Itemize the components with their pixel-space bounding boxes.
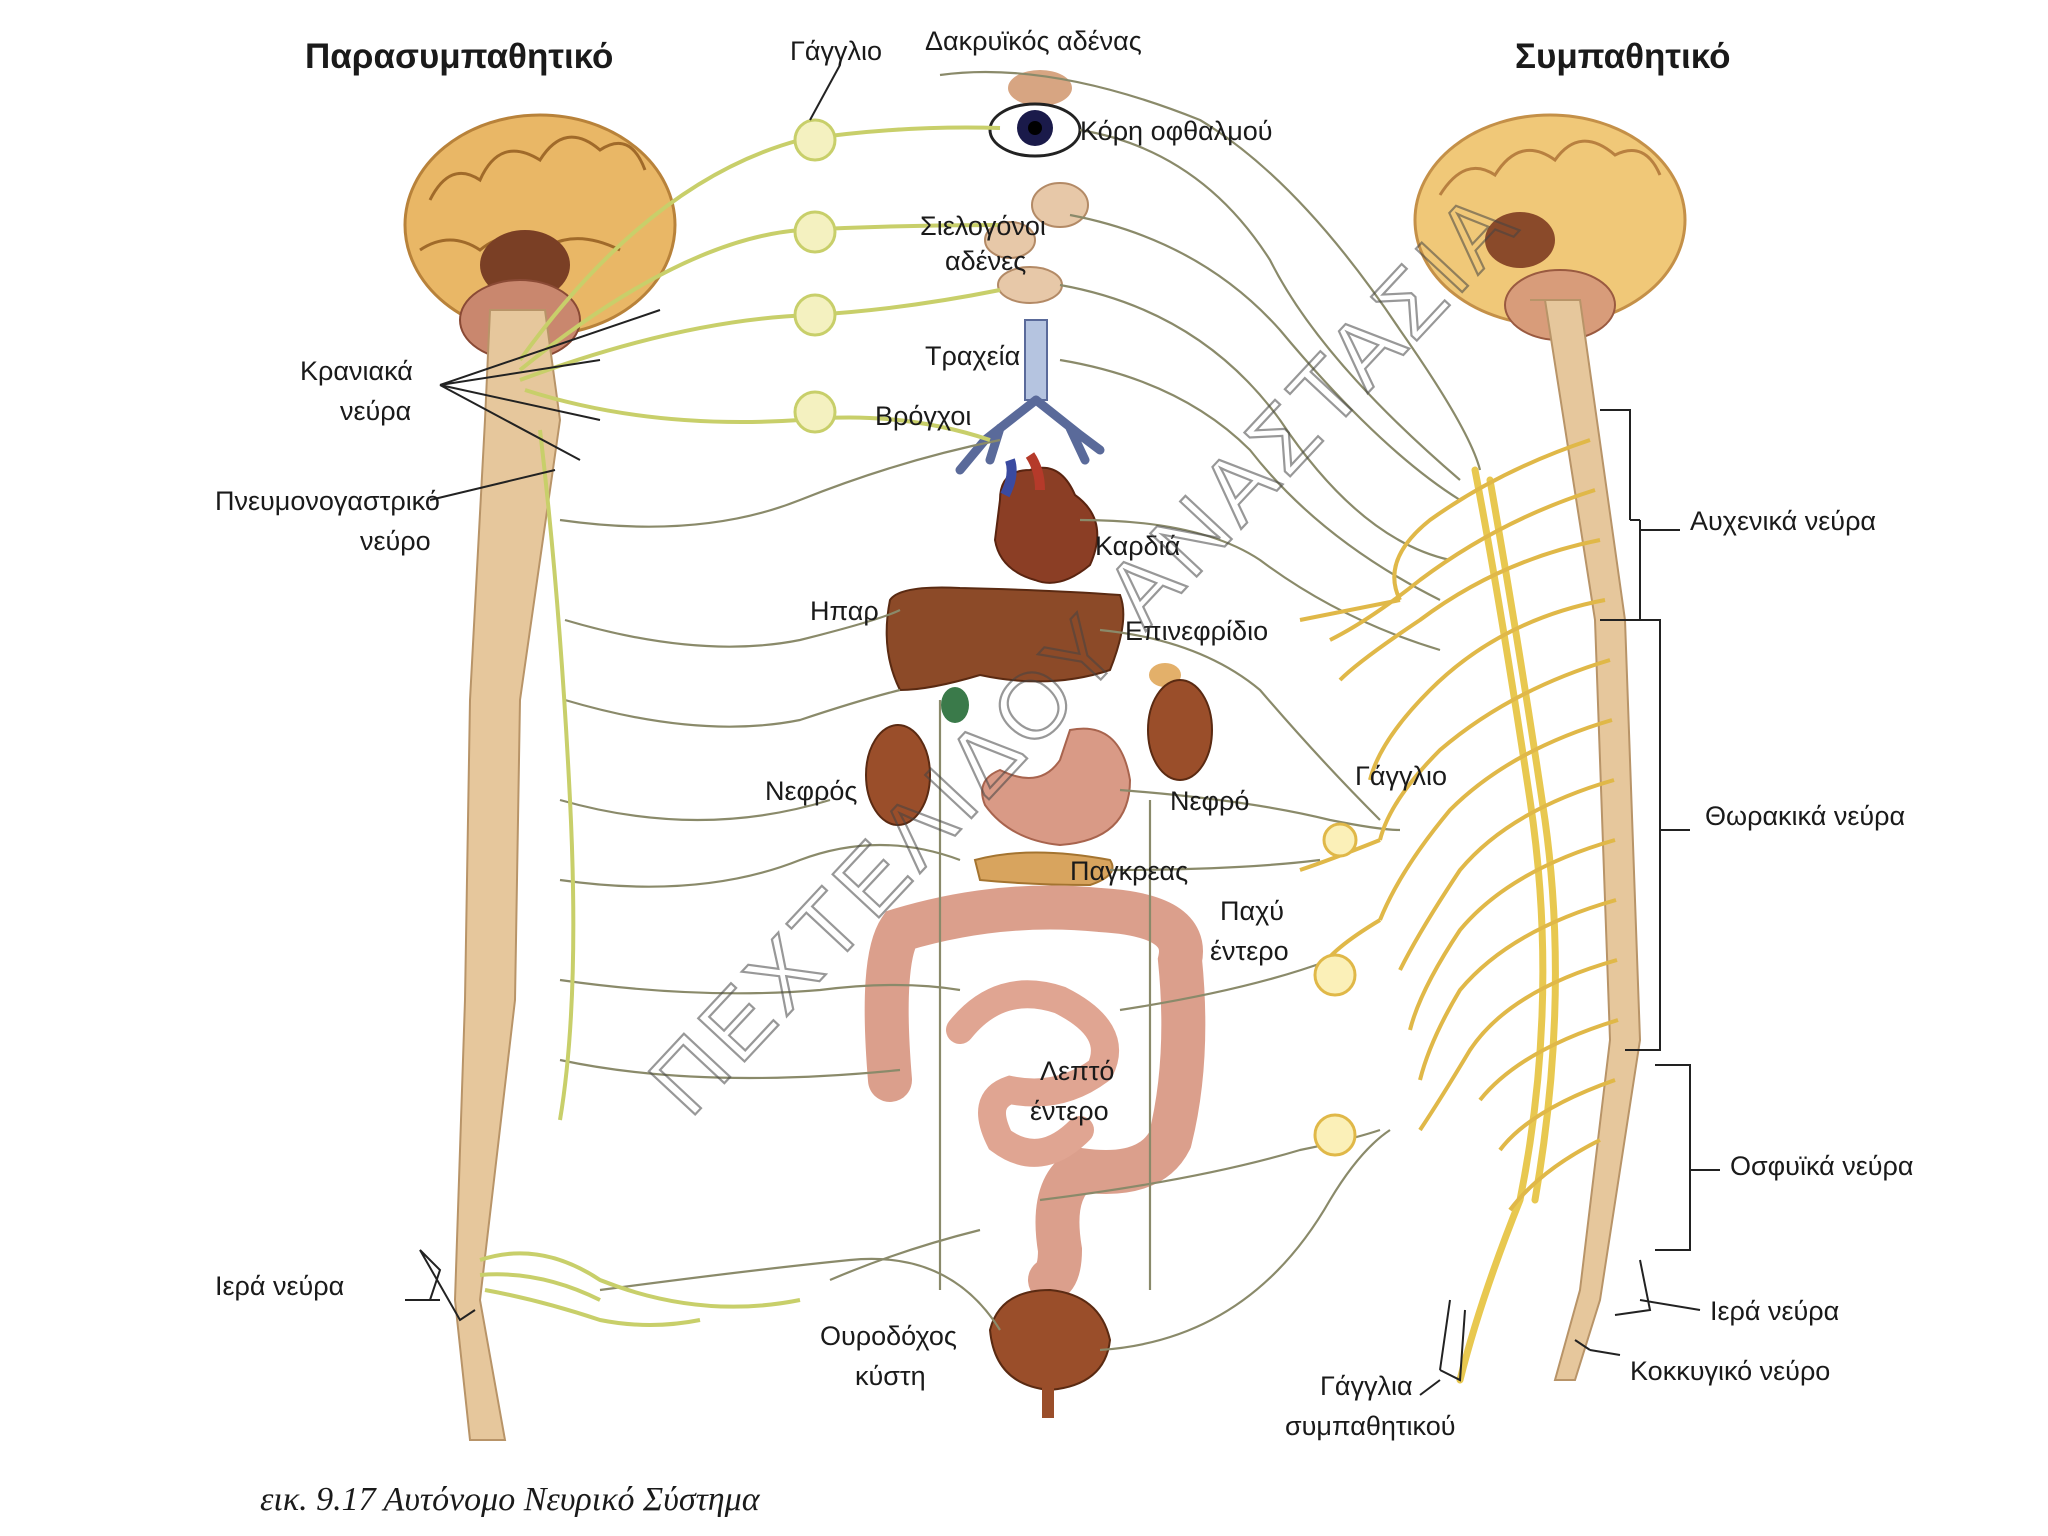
label-salivary-1: Σιελογόνοι [920,211,1046,241]
leader-lines [405,64,1720,1396]
right-spinal-cord [1530,299,1642,1381]
left-brain [403,113,677,361]
pancreas [973,851,1114,887]
liver [885,586,1125,692]
label-cranial-1: Κρανιακά [300,356,413,386]
labels: Παρασυμπαθητικό Συμπαθητικό Γάγγλιο Δακρ… [215,26,1914,1441]
label-colon-2: έντερο [1210,936,1289,966]
label-lumbar: Οσφυϊκά νεύρα [1730,1151,1914,1181]
label-pancreas: Παγκρεας [1070,856,1188,886]
label-kidney-left: Νεφρός [765,776,857,806]
label-symp-ganglia-1: Γάγγλια [1320,1371,1413,1401]
left-spinal-cord [453,309,562,1441]
label-cranial-2: νεύρα [340,396,411,426]
large-intestine [864,885,1206,1302]
label-adrenal: Επινεφρίδιο [1125,616,1268,646]
label-vagus-1: Πνευμονογαστρικό [215,486,440,516]
bladder [988,1288,1112,1392]
label-cervical: Αυχενικά νεύρα [1690,506,1876,536]
right-brain [1413,113,1687,341]
label-kidney-right: Νεφρό [1170,786,1249,816]
watermark: ΠΕΧΤΕΛΙΔΟΥ ΑΝΑΣΤΑΣΙΑ [630,170,1538,1134]
kidney-left [865,724,931,826]
label-bronchi: Βρόγχοι [875,401,971,431]
heart [993,452,1099,584]
label-heart: Καρδιά [1095,531,1180,561]
label-liver: Ηπαρ [810,596,879,626]
sympathetic-fibers [1299,438,1619,1212]
figure-caption: εικ. 9.17 Αυτόνομο Νευρικό Σύστημα [260,1481,761,1518]
stomach [981,727,1132,847]
label-small-intestine-2: έντερο [1030,1096,1109,1126]
connecting-nerves [559,70,1482,1352]
label-ganglion-mid: Γάγγλιο [1355,761,1447,791]
urethra [1042,1388,1054,1418]
label-trachea: Τραχεία [925,341,1020,371]
label-bladder-1: Ουροδόχος [820,1321,957,1351]
gallbladder [941,687,969,723]
label-ganglion-top: Γάγγλιο [790,36,882,66]
label-coccygeal: Κοκκυγικό νεύρο [1630,1356,1830,1386]
eye [988,102,1082,158]
label-bladder-2: κύστη [855,1361,926,1391]
label-symp-ganglia-2: συμπαθητικού [1285,1411,1456,1441]
label-salivary-2: αδένες [945,246,1026,276]
label-vagus-2: νεύρο [360,526,431,556]
label-colon-1: Παχύ [1220,896,1284,926]
sympathetic-chain [1456,466,1559,1384]
label-small-intestine-1: Λεπτό [1040,1056,1114,1086]
label-sacral-right: Ιερά νεύρα [1710,1296,1839,1326]
label-sacral-left: Ιερά νεύρα [215,1271,344,1301]
parasympathetic-fibers [479,118,1001,1327]
small-intestine [946,980,1119,1167]
salivary-glands [984,182,1089,304]
kidney-right [1147,679,1213,781]
header-parasympathetic: Παρασυμπαθητικό [305,37,613,76]
label-lacrimal: Δακρυϊκός αδένας [925,26,1142,56]
header-sympathetic: Συμπαθητικό [1515,37,1731,76]
label-pupil: Κόρη οφθαλμού [1080,116,1273,146]
label-thoracic: Θωρακικά νεύρα [1705,801,1905,831]
